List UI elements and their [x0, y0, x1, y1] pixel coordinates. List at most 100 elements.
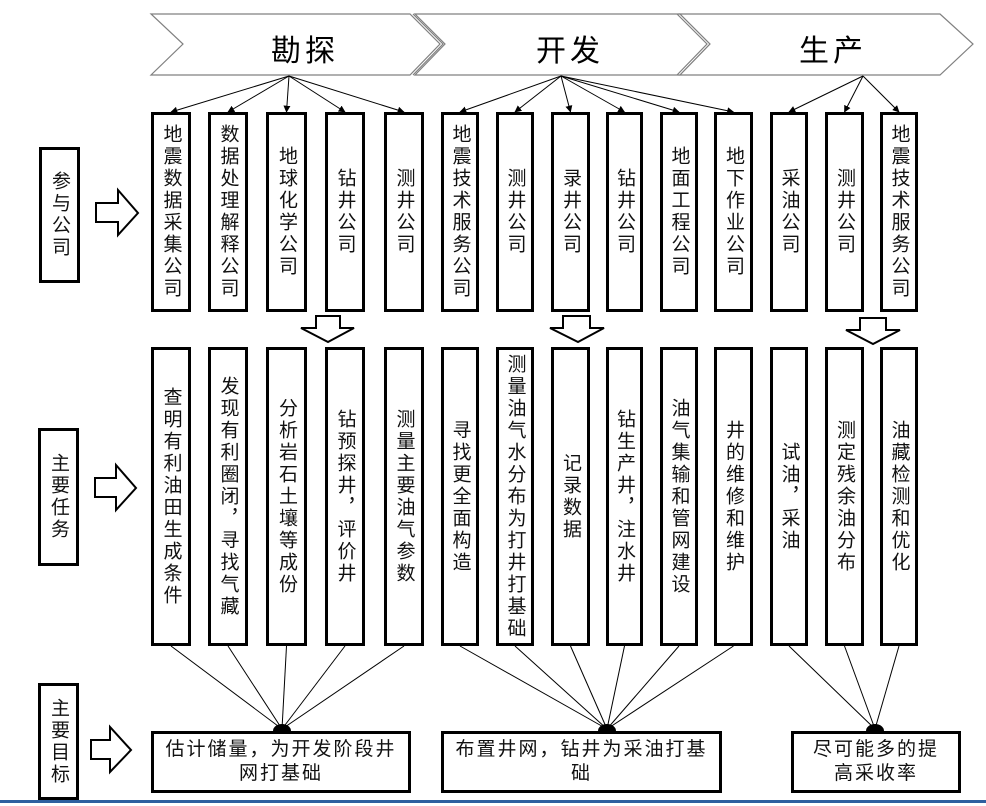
company-box-text: 地球化学公司 — [276, 146, 298, 278]
right-arrow-icon — [95, 187, 140, 238]
down-arrow-icon — [300, 315, 355, 344]
task-box-text: 油气集输和管网建设 — [668, 397, 691, 596]
company-box: 测井公司 — [825, 112, 864, 312]
task-box-text: 测量油气水分布为打井打基础 — [504, 353, 527, 640]
task-box: 测量油气水分布为打井打基础 — [496, 347, 534, 646]
task-to-goal-line — [606, 645, 625, 730]
company-box-text: 地震数据采集公司 — [160, 124, 183, 300]
task-to-goal-line — [281, 645, 405, 730]
company-box: 地球化学公司 — [266, 112, 307, 312]
phase-to-company-arrow — [560, 75, 573, 113]
company-box-text: 采油公司 — [778, 168, 801, 256]
task-box-text: 查明有利油田生成条件 — [160, 386, 183, 607]
goal-box: 尽可能多的提高采收率 — [791, 731, 961, 793]
task-box-text: 钻预探井，评价井 — [334, 408, 357, 585]
phase-to-company-arrow — [560, 75, 735, 115]
company-box-text: 数据处理解释公司 — [217, 124, 240, 300]
task-to-goal-line — [281, 645, 346, 730]
right-arrow-icon — [94, 462, 138, 513]
task-to-goal-line — [788, 645, 876, 730]
task-box: 测定残余油分布 — [825, 347, 864, 646]
phase-to-company-arrow — [514, 75, 562, 113]
bottom-rule — [0, 800, 986, 803]
task-to-goal-line — [227, 645, 283, 730]
company-box-text: 地面工程公司 — [668, 146, 691, 278]
company-box-text: 测井公司 — [504, 168, 527, 256]
task-box: 记录数据 — [551, 347, 590, 646]
company-box: 测井公司 — [384, 112, 424, 312]
junction-dot — [273, 724, 291, 731]
task-box: 试油，采油 — [770, 347, 808, 646]
phase-to-company-arrow — [288, 75, 346, 113]
task-box-text: 分析岩石土壤等成份 — [276, 397, 298, 596]
company-box-text: 测井公司 — [834, 168, 856, 256]
phase-to-company-arrow — [560, 75, 626, 113]
phase-to-company-arrow — [560, 75, 680, 114]
company-box: 采油公司 — [770, 112, 808, 312]
company-box-text: 地下作业公司 — [723, 146, 745, 278]
phase-label-development: 开发 — [536, 34, 604, 69]
task-box-text: 寻找更全面构造 — [449, 419, 472, 574]
task-to-goal-line — [514, 645, 608, 730]
task-box-text: 井的维修和维护 — [723, 419, 745, 574]
task-to-goal-line — [281, 645, 287, 730]
company-box: 地下作业公司 — [714, 112, 753, 312]
task-box-text: 试油，采油 — [778, 441, 801, 552]
task-box: 发现有利圈闭，寻找气藏 — [208, 347, 248, 646]
task-box: 寻找更全面构造 — [441, 347, 479, 646]
task-box: 查明有利油田生成条件 — [151, 347, 191, 646]
row-label-goals-text: 主要目标 — [48, 697, 70, 786]
company-box-text: 钻井公司 — [614, 168, 636, 256]
phase-chevrons — [149, 13, 974, 76]
down-arrow-icon — [549, 315, 605, 344]
junction-dot — [598, 724, 616, 731]
company-box-text: 录井公司 — [560, 168, 582, 256]
task-to-goal-line — [606, 645, 680, 730]
company-box: 地震技术服务公司 — [441, 112, 479, 312]
task-box: 油藏检测和优化 — [880, 347, 918, 646]
task-box-text: 测量主要油气参数 — [393, 408, 416, 585]
company-box-text: 钻井公司 — [334, 168, 357, 256]
company-box: 钻井公司 — [325, 112, 365, 312]
company-box-text: 测井公司 — [393, 168, 416, 256]
task-to-goal-line — [170, 645, 283, 730]
goal-box: 布置井网，钻井为采油打基础 — [441, 731, 722, 793]
task-box-text: 油藏检测和优化 — [888, 419, 911, 574]
task-to-goal-line — [459, 645, 608, 730]
task-box: 钻生产井，注水井 — [606, 347, 643, 646]
phase-label-exploration: 勘探 — [271, 34, 339, 69]
task-box: 井的维修和维护 — [714, 347, 753, 646]
company-box: 录井公司 — [551, 112, 590, 312]
company-box-text: 地震技术服务公司 — [449, 124, 472, 300]
row-label-tasks: 主要任务 — [38, 428, 79, 566]
phase-chevron-exploration[interactable] — [149, 13, 441, 76]
phase-to-company-arrow — [170, 75, 290, 114]
phase-to-company-arrow — [283, 75, 291, 113]
task-box-text: 记录数据 — [560, 452, 582, 541]
phase-to-company-arrow — [788, 75, 864, 113]
phase-chevron-production[interactable] — [678, 13, 974, 76]
task-box: 分析岩石土壤等成份 — [266, 347, 307, 646]
task-to-goal-line — [844, 645, 876, 730]
row-label-companies: 参与公司 — [39, 147, 80, 283]
down-arrow-icon — [845, 317, 901, 346]
goal-box: 估计储量，为开发阶段井网打基础 — [151, 731, 411, 793]
phase-to-company-arrow — [227, 75, 290, 113]
row-label-companies-text: 参与公司 — [49, 171, 71, 259]
task-box-text: 钻生产井，注水井 — [614, 408, 636, 585]
task-box: 钻预探井，评价井 — [325, 347, 365, 646]
row-label-tasks-text: 主要任务 — [48, 453, 70, 541]
phase-to-company-arrow — [459, 75, 562, 114]
company-box: 地震数据采集公司 — [151, 112, 191, 312]
company-box: 钻井公司 — [606, 112, 643, 312]
company-box: 数据处理解释公司 — [208, 112, 248, 312]
task-to-goal-line — [874, 645, 900, 730]
down-arrows — [300, 315, 901, 346]
phase-to-company-arrow — [288, 75, 405, 114]
phase-to-company-arrow — [844, 75, 864, 113]
right-arrow-icon — [90, 724, 133, 775]
company-box: 地面工程公司 — [660, 112, 698, 312]
task-box-text: 测定残余油分布 — [834, 419, 856, 574]
phase-to-company-arrow — [862, 75, 900, 113]
company-box: 地震技术服务公司 — [880, 112, 918, 312]
